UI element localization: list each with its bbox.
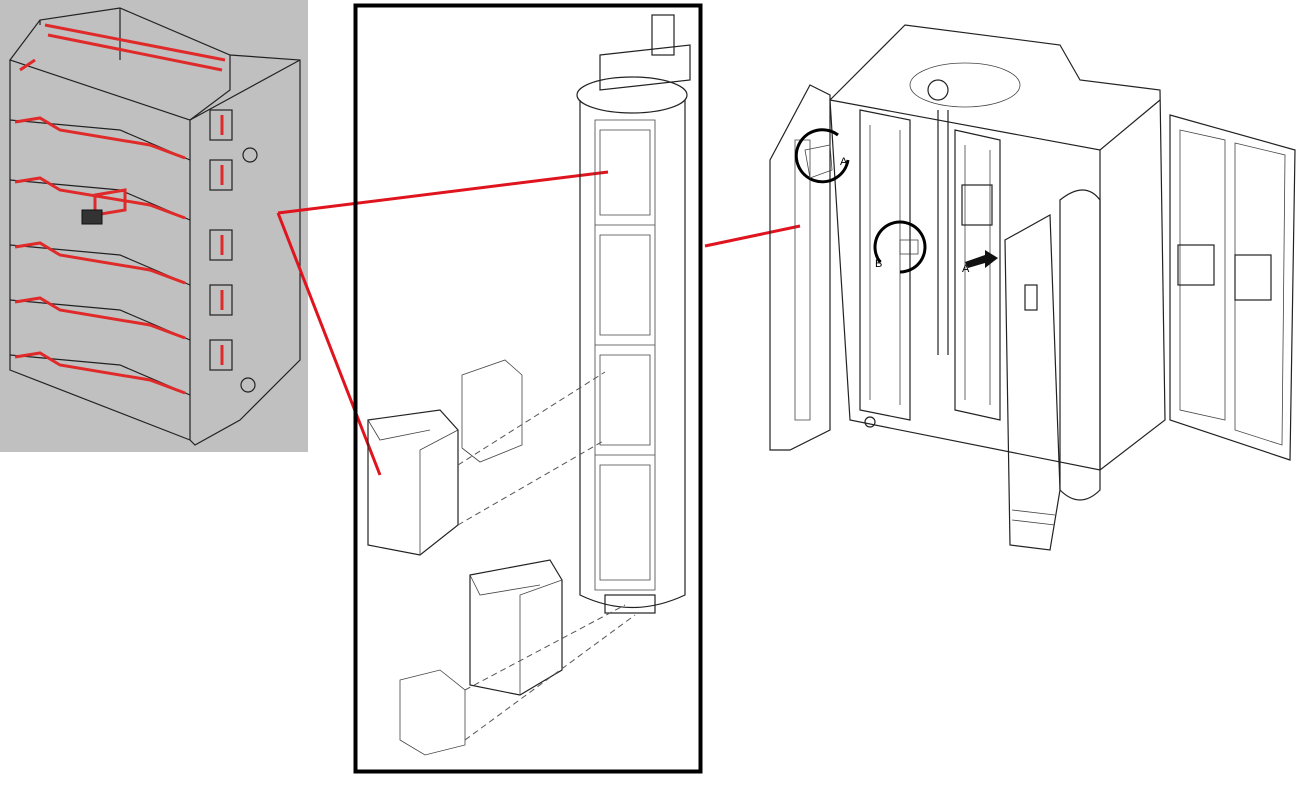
caster-wheel <box>864 416 876 428</box>
rack-frame <box>9 7 301 446</box>
cassette-upper <box>367 359 523 556</box>
detail-circle-a: A <box>794 128 850 184</box>
callout-label-a-top: A <box>840 156 848 168</box>
rack-panel <box>0 0 308 452</box>
callout-lines <box>276 170 801 476</box>
cabinet-drawing: A B A <box>769 24 1296 551</box>
right-door <box>1169 114 1296 461</box>
assembly-dashed-lines <box>457 371 636 741</box>
carousel-column <box>576 14 691 614</box>
insert-arrow-icon <box>965 250 998 268</box>
detail-circle-b: B <box>873 220 927 274</box>
callout-line-to-cassette <box>276 212 382 476</box>
callout-label-a-arrow: A <box>962 263 970 275</box>
callout-line-to-column <box>277 170 609 215</box>
exploded-view-frame <box>353 3 703 774</box>
callout-line-to-cabinet <box>704 224 801 248</box>
callout-label-b: B <box>875 258 882 270</box>
rack-panel-background <box>0 0 308 452</box>
rack-shelves <box>9 23 226 396</box>
left-door <box>769 84 831 451</box>
cassette-lower <box>399 559 563 756</box>
rack-side-slots <box>209 109 258 393</box>
